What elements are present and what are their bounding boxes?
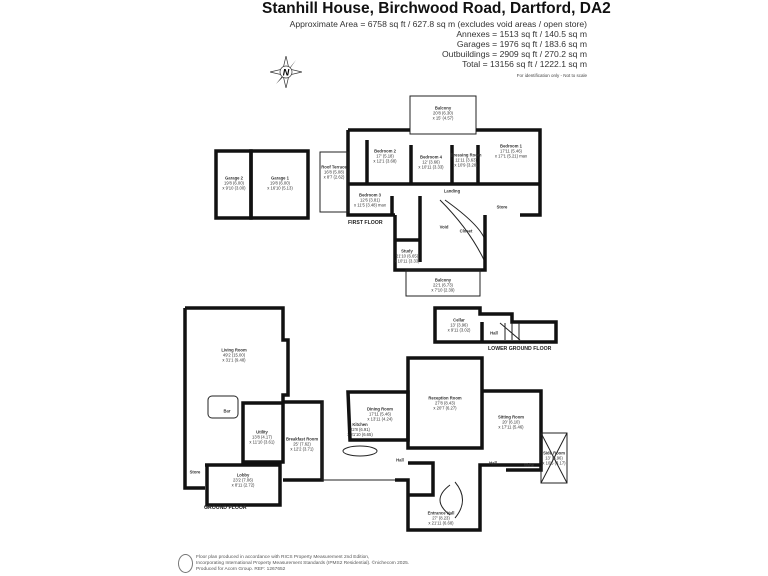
garage-block xyxy=(214,149,310,220)
scale-note: For identification only - Not to scale xyxy=(516,73,587,78)
lobby-walls xyxy=(205,463,282,507)
lower-ground-floor-plan xyxy=(433,306,558,344)
side-room-outline xyxy=(540,432,568,484)
lower-stairs xyxy=(499,322,521,341)
kitchen-outline xyxy=(321,402,395,481)
first-floor-label: FIRST FLOOR xyxy=(348,220,383,226)
room-hall-lower: Hall xyxy=(490,330,498,336)
sitting-walls xyxy=(482,389,543,472)
area-outbuildings: Outbuildings = 2909 sq ft / 270.2 sq m xyxy=(442,49,587,59)
living-room-walls xyxy=(183,306,290,490)
measurement-standard-icon xyxy=(178,554,193,573)
room-store-ground: Store xyxy=(189,469,201,475)
garage-1-outline xyxy=(249,149,310,220)
compass-n-label: N xyxy=(283,68,290,78)
area-approximate: Approximate Area = 6758 sq ft / 627.8 sq… xyxy=(289,19,587,29)
ground-floor-label: GROUND FLOOR xyxy=(204,505,247,511)
roof-terrace-outline xyxy=(319,151,349,213)
lower-ground-floor-label: LOWER GROUND FLOOR xyxy=(488,346,552,352)
utility-walls xyxy=(241,401,285,464)
room-wine: Wine xyxy=(524,462,534,468)
side-room-roof-lines xyxy=(540,432,568,484)
kitchen-island xyxy=(342,445,378,457)
balcony-bottom-outline xyxy=(405,269,481,297)
room-landing: Landing xyxy=(443,188,461,194)
room-hall-1: Hall xyxy=(396,457,404,463)
footer-line-1: Floor plan produced in accordance with R… xyxy=(196,555,370,560)
first-floor-inner-walls xyxy=(348,140,540,262)
lower-ground-walls xyxy=(433,306,558,344)
entrance-stairs xyxy=(439,481,463,519)
area-garages: Garages = 1976 sq ft / 183.6 sq m xyxy=(456,39,587,49)
first-floor-plan xyxy=(319,95,542,297)
ground-floor-plan xyxy=(183,306,568,532)
bar-counter xyxy=(207,395,239,419)
room-void: Void xyxy=(439,224,449,230)
area-annexes: Annexes = 1513 sq ft / 140.5 sq m xyxy=(456,29,587,39)
footer-text: Floor plan produced in accordance with R… xyxy=(196,555,409,573)
area-total: Total = 13156 sq ft / 1222.1 sq m xyxy=(462,59,587,69)
room-hall-2: Hall xyxy=(489,460,497,466)
north-compass-icon: N xyxy=(270,56,302,88)
reception-walls xyxy=(406,356,484,450)
footer-line-2: Incorporating International Property Mea… xyxy=(196,561,410,566)
room-closet: Closet xyxy=(459,228,473,234)
entrance-hall-walls xyxy=(395,461,541,532)
property-title: Stanhill House, Birchwood Road, Dartford… xyxy=(262,0,611,17)
room-bar: Bar xyxy=(223,408,231,414)
balcony-top-outline xyxy=(409,95,477,135)
room-store-first: Store xyxy=(496,204,508,210)
footer-line-3: Produced for Acorn Group. REF: 1267652 xyxy=(196,567,286,572)
